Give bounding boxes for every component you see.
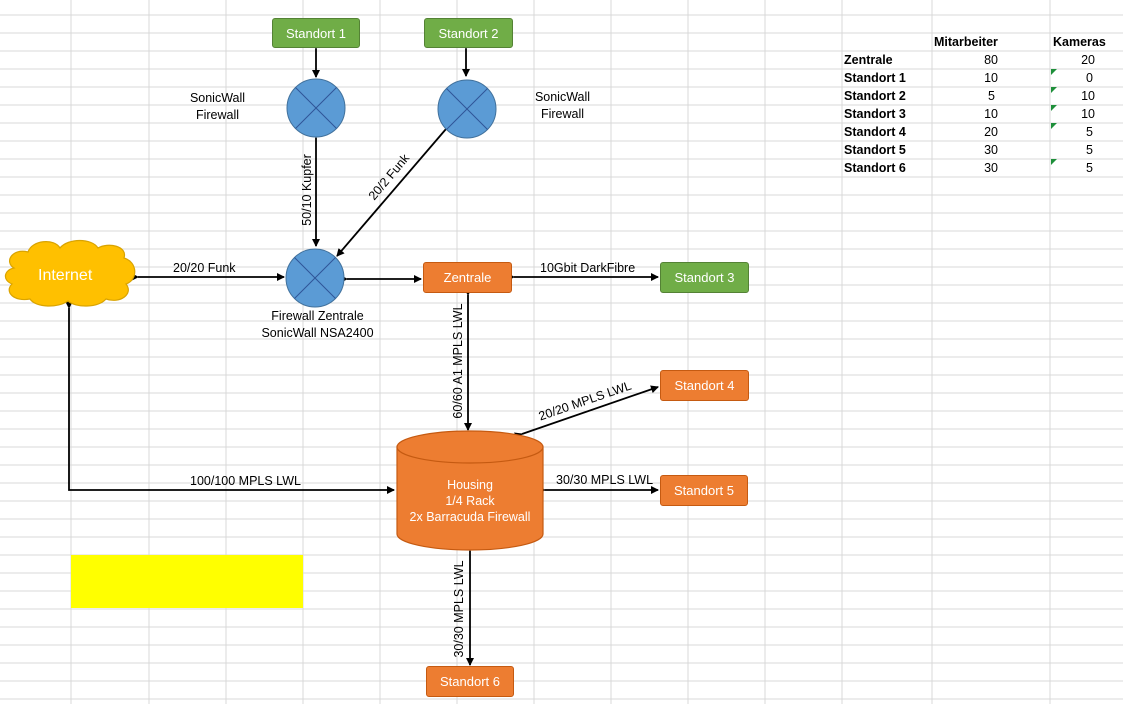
node-standort4[interactable]: Standort 4 <box>660 370 749 401</box>
housing-label: Housing 1/4 Rack 2x Barracuda Firewall <box>397 477 543 525</box>
node-standort2-label: Standort 2 <box>438 25 499 41</box>
housing-label-line1: Housing <box>447 478 493 492</box>
node-standort5-label: Standort 5 <box>674 483 734 498</box>
housing-label-line2: 1/4 Rack <box>445 494 495 508</box>
firewall1-label-line1: SonicWall <box>189 91 246 105</box>
table-row-name: Standort 6 <box>844 161 906 175</box>
link-label-housing-standort5: 30/30 MPLS LWL <box>556 473 654 487</box>
node-zentrale-label: Zentrale <box>443 270 492 285</box>
node-standort2[interactable]: Standort 2 <box>424 18 513 48</box>
comment-indicator-icon[interactable] <box>1051 123 1057 129</box>
link-label-fw-standort1: 50/10 Kupfer <box>300 154 314 226</box>
node-zentrale[interactable]: Zentrale <box>423 262 512 293</box>
internet-label: Internet <box>38 267 93 284</box>
node-standort5[interactable]: Standort 5 <box>660 475 748 506</box>
node-standort3[interactable]: Standort 3 <box>660 262 749 293</box>
table-cell-mitarbeiter[interactable]: 20 <box>984 125 998 139</box>
link-label-zentrale-standort3: 10Gbit DarkFibre <box>540 261 636 275</box>
link-label-zentrale-housing: 60/60 A1 MPLS LWL <box>451 303 465 419</box>
node-standort6-label: Standort 6 <box>440 674 500 689</box>
table-cell-mitarbeiter[interactable]: 10 <box>984 71 998 85</box>
link-label-internet-housing: 100/100 MPLS LWL <box>190 474 301 488</box>
table-cell-kameras[interactable]: 0 <box>1086 71 1093 85</box>
node-standort4-label: Standort 4 <box>674 378 735 393</box>
table-cell-kameras[interactable]: 5 <box>1086 125 1093 139</box>
table-cell-kameras[interactable]: 20 <box>1081 53 1095 67</box>
table-header-mitarbeiter: Mitarbeiter <box>934 35 998 49</box>
table-cell-mitarbeiter[interactable]: 30 <box>984 161 998 175</box>
comment-indicator-icon[interactable] <box>1051 159 1057 165</box>
firewall2-label-line1: SonicWall <box>534 90 591 104</box>
comment-indicator-icon[interactable] <box>1051 87 1057 93</box>
comment-indicator-icon[interactable] <box>1051 69 1057 75</box>
link-internet-housing <box>65 301 395 494</box>
table-cell-mitarbeiter[interactable]: 5 <box>988 89 995 103</box>
firewall1-label-line2: Firewall <box>195 108 240 122</box>
table-cell-mitarbeiter[interactable]: 10 <box>984 107 998 121</box>
comment-indicator-icon[interactable] <box>1051 105 1057 111</box>
firewall-icon-2 <box>437 79 497 139</box>
firewall-central-label-line1: Firewall Zentrale <box>271 309 364 323</box>
table-row-name: Standort 5 <box>844 143 906 157</box>
node-standort3-label: Standort 3 <box>674 270 735 285</box>
yellow-highlight-cell[interactable] <box>71 555 303 608</box>
housing-label-line3: 2x Barracuda Firewall <box>409 510 531 524</box>
table-cell-kameras[interactable]: 5 <box>1086 161 1093 175</box>
table-row-name: Standort 3 <box>844 107 906 121</box>
firewall2-label: SonicWall Firewall <box>525 89 600 123</box>
internet-cloud-icon <box>4 239 136 307</box>
firewall-central-label: Firewall Zentrale SonicWall NSA2400 <box>250 308 385 342</box>
table-row-name: Standort 4 <box>844 125 906 139</box>
table-cell-kameras[interactable]: 5 <box>1086 143 1093 157</box>
housing-cylinder-icon <box>396 430 544 551</box>
firewall2-label-line2: Firewall <box>540 107 585 121</box>
link-fw2-fwcentral <box>336 121 454 257</box>
node-standort1[interactable]: Standort 1 <box>272 18 360 48</box>
firewall-central-label-line2: SonicWall NSA2400 <box>261 326 374 340</box>
firewall-icon-1 <box>286 78 346 138</box>
table-header-kameras: Kameras <box>1053 35 1106 49</box>
firewall-icon-central <box>285 248 345 308</box>
table-cell-kameras[interactable]: 10 <box>1081 89 1095 103</box>
table-row-name: Standort 2 <box>844 89 906 103</box>
table-cell-kameras[interactable]: 10 <box>1081 107 1095 121</box>
table-cell-mitarbeiter[interactable]: 30 <box>984 143 998 157</box>
node-standort6[interactable]: Standort 6 <box>426 666 514 697</box>
table-row-name: Zentrale <box>844 53 893 67</box>
node-standort1-label: Standort 1 <box>286 25 346 41</box>
table-cell-mitarbeiter[interactable]: 80 <box>984 53 998 67</box>
link-label-internet-fw: 20/20 Funk <box>173 261 236 275</box>
link-housing-standort4 <box>514 385 659 441</box>
link-label-housing-standort6: 30/30 MPLS LWL <box>452 560 466 658</box>
firewall1-label: SonicWall Firewall <box>180 90 255 124</box>
table-row-name: Standort 1 <box>844 71 906 85</box>
